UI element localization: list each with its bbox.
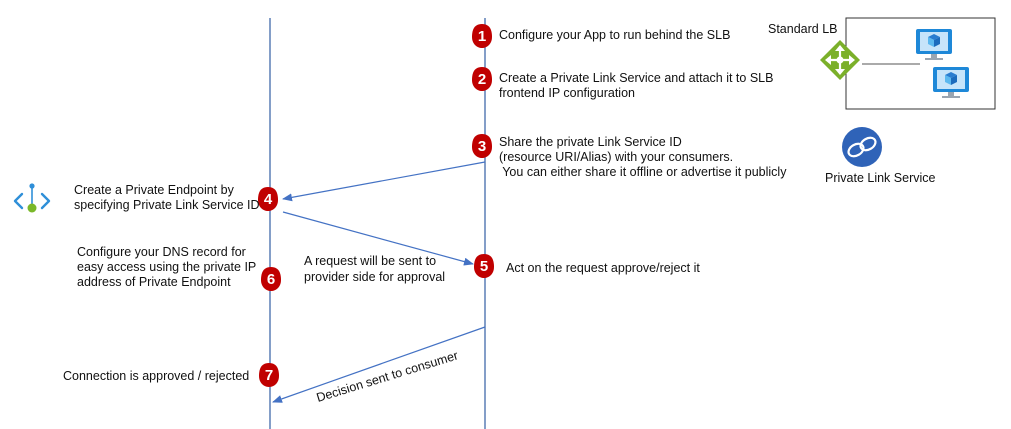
step-number: 7 xyxy=(265,367,273,384)
step-badge-2: 2 xyxy=(472,67,492,91)
step-number: 1 xyxy=(478,28,486,45)
step-badge-1: 1 xyxy=(472,24,492,48)
request-message: A request will be sent to provider side … xyxy=(304,254,445,284)
standard-lb-label: Standard LB xyxy=(768,22,838,36)
step-badge-5: 5 xyxy=(474,254,494,278)
step-number: 5 xyxy=(480,258,488,275)
load-balancer-icon xyxy=(820,40,860,80)
step-text-3: Share the private Link Service ID(resour… xyxy=(499,135,787,179)
step-text-5: Act on the request approve/reject it xyxy=(506,261,700,275)
virtual-machine-icon xyxy=(916,29,952,60)
request-arrow xyxy=(282,211,474,266)
step-badge-6: 6 xyxy=(261,267,281,291)
virtual-machine-icon xyxy=(933,67,969,98)
step-badge-4: 4 xyxy=(258,187,278,211)
decision-message: Decision sent to consumer xyxy=(315,348,460,404)
share-id-arrow xyxy=(282,161,486,202)
private-endpoint-icon xyxy=(13,183,51,213)
step-texts: Configure your App to run behind the SLB… xyxy=(63,28,787,383)
step-number: 6 xyxy=(267,271,275,288)
private-link-service-label: Private Link Service xyxy=(825,171,936,185)
step-badge-7: 7 xyxy=(259,363,279,387)
decision-arrow xyxy=(272,326,486,403)
step-badge-3: 3 xyxy=(472,134,492,158)
step-number: 2 xyxy=(478,71,486,88)
step-text-2: Create a Private Link Service and attach… xyxy=(499,71,773,100)
step-badges: 1 2 3 5 4 6 7 xyxy=(258,24,494,387)
step-text-7: Connection is approved / rejected xyxy=(63,369,249,383)
private-link-service-icon xyxy=(842,127,882,167)
step-number: 4 xyxy=(264,191,273,208)
step-number: 3 xyxy=(478,138,486,155)
step-text-1: Configure your App to run behind the SLB xyxy=(499,28,730,42)
